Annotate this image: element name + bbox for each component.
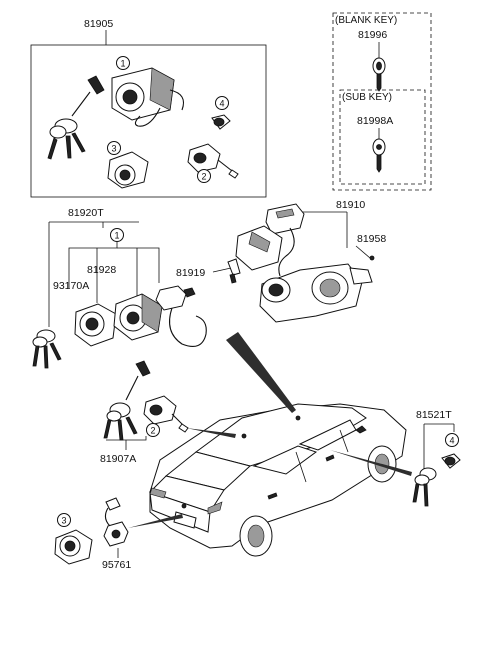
sub-key-caption: (SUB KEY) (342, 92, 392, 103)
key-set-lower-icon (32, 329, 62, 369)
part-number-81958: 81958 (357, 233, 386, 245)
part-number-81521t: 81521T (416, 409, 452, 421)
ignition-cylinder-lower-icon (113, 293, 163, 341)
part-number-81910: 81910 (336, 199, 365, 211)
assembly-81910: 81910 81958 81919 (176, 199, 386, 323)
kit-81905: 1 4 3 2 81905 (30, 18, 267, 198)
callout-4-lower: 4 (449, 436, 454, 446)
small-cylinder-81521t-icon (441, 453, 461, 469)
connector-icon (265, 203, 305, 277)
callout-1-lower: 1 (114, 231, 119, 241)
callout-2: 2 (201, 172, 206, 182)
part-number-81919: 81919 (176, 267, 205, 279)
key-set-81907a-icon (103, 360, 151, 441)
part-number-81998a: 81998A (357, 115, 393, 127)
key-options-box: (BLANK KEY) 81996 (SUB KEY) 81998A (332, 12, 432, 191)
door-cylinder-lower-icon (74, 303, 117, 347)
sensor-icon (103, 497, 129, 547)
assembly-81521t: 81521T 4 (412, 409, 461, 507)
trunk-cylinder-81907a-icon (143, 395, 189, 433)
part-number-95761: 95761 (102, 559, 131, 571)
illumination-ring-icon (155, 285, 207, 347)
steering-lock-body-icon (259, 255, 375, 323)
part-number-81996: 81996 (358, 29, 387, 41)
small-cylinder-icon (211, 114, 231, 130)
callout-3-lower: 3 (61, 516, 66, 526)
part-number-93170a: 93170A (53, 280, 89, 292)
assembly-95761: 3 95761 (54, 497, 131, 571)
door-cylinder-95761-icon (54, 529, 93, 565)
part-number-81907a: 81907A (100, 453, 136, 465)
callout-1: 1 (120, 59, 125, 69)
callout-4: 4 (219, 99, 224, 109)
blank-key-caption: (BLANK KEY) (335, 15, 397, 26)
ignition-switch-icon (235, 225, 283, 271)
part-number-81928: 81928 (87, 264, 116, 276)
part-number-81920t: 81920T (68, 207, 104, 219)
bulb-icon (227, 258, 241, 284)
part-number-81905: 81905 (84, 18, 113, 30)
trunk-cylinder-icon (187, 143, 239, 179)
callout-3: 3 (111, 144, 116, 154)
ignition-cylinder-icon (111, 67, 185, 127)
blank-key-icon (372, 57, 386, 92)
car-illustration (149, 403, 407, 557)
sub-key-icon (372, 138, 386, 173)
assembly-81907a: 2 81907A (100, 360, 189, 465)
assembly-81920t: 81920T 1 81928 93170A (32, 207, 207, 369)
key-set-81521t-icon (412, 467, 437, 507)
key-set-icon (47, 75, 105, 160)
callout-2-lower: 2 (150, 426, 155, 436)
door-cylinder-icon (107, 151, 149, 189)
location-pointers (128, 332, 412, 528)
